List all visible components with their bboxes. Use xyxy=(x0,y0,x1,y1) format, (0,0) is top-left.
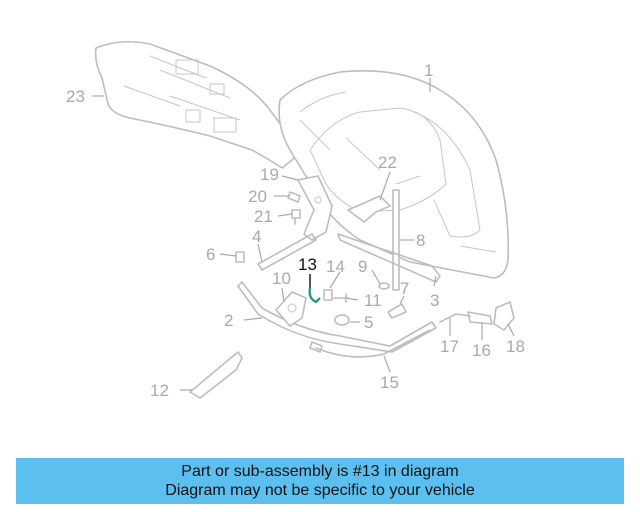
part-3-seal xyxy=(337,233,441,283)
banner-line-2: Diagram may not be specific to your vehi… xyxy=(165,482,475,499)
callout-21: 21 xyxy=(254,207,273,226)
part-15-cable xyxy=(309,329,431,358)
part-5-grommet xyxy=(334,314,350,326)
part-20-bolt xyxy=(287,191,301,203)
parts-diagram: 1 2 3 4 5 6 7 8 9 10 11 12 13 14 15 16 1… xyxy=(66,40,525,400)
part-9-bumper xyxy=(378,282,390,290)
part-8-prop-rod xyxy=(392,189,400,291)
callout-11: 11 xyxy=(364,291,382,310)
callout-17: 17 xyxy=(440,337,459,356)
callout-13: 13 xyxy=(298,255,317,274)
callout-16: 16 xyxy=(472,341,491,360)
callout-1: 1 xyxy=(424,61,433,80)
callout-labels: 1 2 3 4 5 6 7 8 9 10 11 12 13 14 15 16 1… xyxy=(66,61,525,400)
info-banner: Part or sub-assembly is #13 in diagram D… xyxy=(16,458,624,504)
part-18-handle xyxy=(493,301,515,331)
part-6-bumper xyxy=(235,251,245,263)
callout-19: 19 xyxy=(260,165,279,184)
callout-23: 23 xyxy=(66,87,85,106)
part-1-hood xyxy=(278,70,510,279)
part-13-highlighted xyxy=(308,287,321,304)
part-11-bolt xyxy=(333,293,349,303)
part-19-hinge xyxy=(297,175,333,241)
part-10-latch xyxy=(275,291,307,327)
part-21-bolt xyxy=(291,209,301,225)
callout-3: 3 xyxy=(430,291,439,310)
callout-15: 15 xyxy=(380,373,399,392)
callout-8: 8 xyxy=(416,231,425,250)
part-23-insulation-pad xyxy=(94,40,297,169)
banner-line-1: Part or sub-assembly is #13 in diagram xyxy=(181,463,459,480)
callout-4: 4 xyxy=(252,227,261,246)
callout-7: 7 xyxy=(400,279,409,298)
part-12-bracket xyxy=(189,351,243,399)
callout-6: 6 xyxy=(206,245,215,264)
callout-5: 5 xyxy=(364,313,373,332)
callout-9: 9 xyxy=(358,257,367,276)
callout-10: 10 xyxy=(272,269,291,288)
part-7-clip xyxy=(387,303,407,319)
part-4-seal xyxy=(257,233,317,271)
callout-20: 20 xyxy=(248,187,267,206)
callout-2: 2 xyxy=(224,311,233,330)
part-14-bracket xyxy=(323,289,333,301)
callout-18: 18 xyxy=(506,337,525,356)
part-16-bracket xyxy=(467,311,493,325)
callout-22: 22 xyxy=(378,153,397,172)
part-17-cable xyxy=(439,313,471,323)
part-22-hinge xyxy=(347,195,391,223)
leader-lines xyxy=(92,78,515,391)
callout-14: 14 xyxy=(326,257,345,276)
callout-12: 12 xyxy=(150,381,169,400)
